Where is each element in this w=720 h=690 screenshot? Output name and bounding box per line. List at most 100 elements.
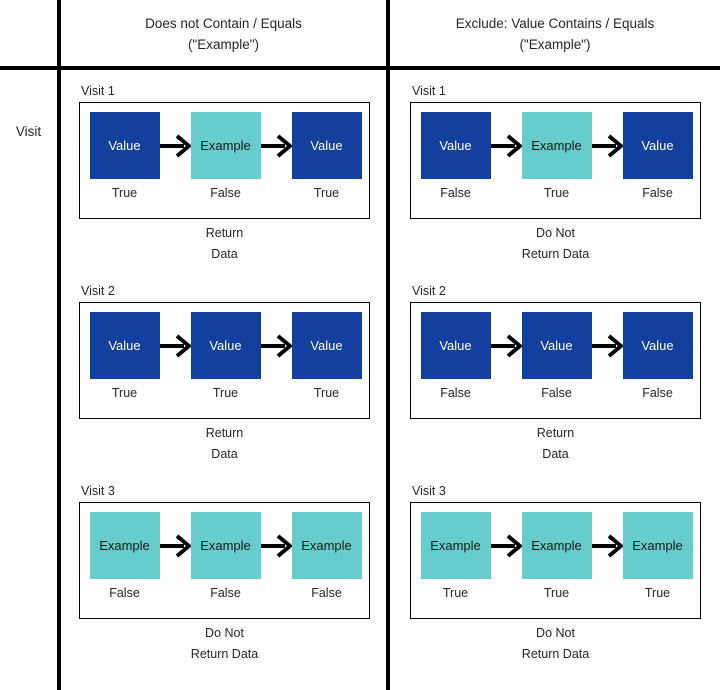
node-flag: True (442, 586, 469, 600)
arrow-right-icon (260, 133, 292, 158)
node-box-example[interactable]: Example (521, 512, 592, 579)
verdict-line1: Do Not (536, 226, 575, 240)
node-flag: True (543, 186, 570, 200)
arrow-right-icon (591, 533, 623, 558)
node-flag: False (210, 186, 241, 200)
column-header-left-line1: Does not Contain / Equals (145, 16, 302, 31)
verdict-line1: Do Not (536, 626, 575, 640)
arrow-right-icon (591, 133, 623, 158)
node-flag: False (109, 586, 140, 600)
verdict-line1: Return (205, 226, 244, 240)
node-box-example[interactable]: Example (190, 512, 261, 579)
verdict-line1: Do Not (205, 626, 244, 640)
node-flag: False (541, 386, 572, 400)
node-box-value[interactable]: Value (420, 112, 491, 179)
node-box-example[interactable]: Example (291, 512, 362, 579)
node-row: Value Value Value (80, 312, 371, 379)
column-divider-vertical (386, 0, 390, 690)
verdict-line2: Return Data (521, 247, 590, 261)
verdict-line2: Data (542, 447, 569, 461)
row-label-visit: Visit (15, 124, 42, 139)
visit-title: Visit 3 (412, 484, 446, 498)
node-flag: False (210, 586, 241, 600)
visit-title: Visit 1 (81, 84, 115, 98)
row-label-divider-vertical (57, 0, 61, 690)
verdict-line1: Return (205, 426, 244, 440)
node-box-example[interactable]: Example (622, 512, 693, 579)
flag-row: True True True (411, 581, 702, 605)
node-row: Value Example Value (411, 112, 702, 179)
node-flag: True (313, 186, 340, 200)
node-box-value[interactable]: Value (89, 312, 160, 379)
node-flag: True (543, 586, 570, 600)
verdict-line1: Return (536, 426, 575, 440)
node-flag: True (644, 586, 671, 600)
column-header-left: Does not Contain / Equals ("Example") (61, 8, 386, 60)
flag-row: False False False (80, 581, 371, 605)
node-box-value[interactable]: Value (190, 312, 261, 379)
node-flag: False (642, 386, 673, 400)
arrow-right-icon (159, 533, 191, 558)
column-header-right-line2: ("Example") (519, 37, 591, 52)
node-flag: False (440, 186, 471, 200)
node-flag: True (212, 386, 239, 400)
node-box-example[interactable]: Example (190, 112, 261, 179)
node-box-value[interactable]: Value (291, 112, 362, 179)
node-flag: True (313, 386, 340, 400)
header-divider-horizontal (0, 66, 720, 70)
arrow-right-icon (490, 333, 522, 358)
node-box-value[interactable]: Value (420, 312, 491, 379)
node-row: Example Example Example (80, 512, 371, 579)
column-header-left-line2: ("Example") (187, 37, 260, 52)
arrow-right-icon (260, 333, 292, 358)
arrow-right-icon (591, 333, 623, 358)
arrow-right-icon (490, 133, 522, 158)
arrow-right-icon (159, 133, 191, 158)
node-box-value[interactable]: Value (622, 312, 693, 379)
column-header-right-line1: Exclude: Value Contains / Equals (455, 16, 655, 31)
node-box-value[interactable]: Value (291, 312, 362, 379)
verdict-line2: Data (211, 247, 238, 261)
node-row: Value Value Value (411, 312, 702, 379)
column-header-right: Exclude: Value Contains / Equals ("Examp… (390, 8, 720, 60)
visit-title: Visit 2 (81, 284, 115, 298)
node-box-value[interactable]: Value (622, 112, 693, 179)
node-box-value[interactable]: Value (89, 112, 160, 179)
node-box-example[interactable]: Example (420, 512, 491, 579)
node-box-example[interactable]: Example (89, 512, 160, 579)
arrow-right-icon (490, 533, 522, 558)
node-flag: False (642, 186, 673, 200)
visit-title: Visit 3 (81, 484, 115, 498)
visit-title: Visit 2 (412, 284, 446, 298)
node-flag: False (311, 586, 342, 600)
node-box-value[interactable]: Value (521, 312, 592, 379)
arrow-right-icon (159, 333, 191, 358)
node-row: Value Example Value (80, 112, 371, 179)
node-flag: True (111, 386, 138, 400)
node-box-example[interactable]: Example (521, 112, 592, 179)
verdict-line2: Return Data (190, 647, 259, 661)
visit-title: Visit 1 (412, 84, 446, 98)
flag-row: False True False (411, 181, 702, 205)
